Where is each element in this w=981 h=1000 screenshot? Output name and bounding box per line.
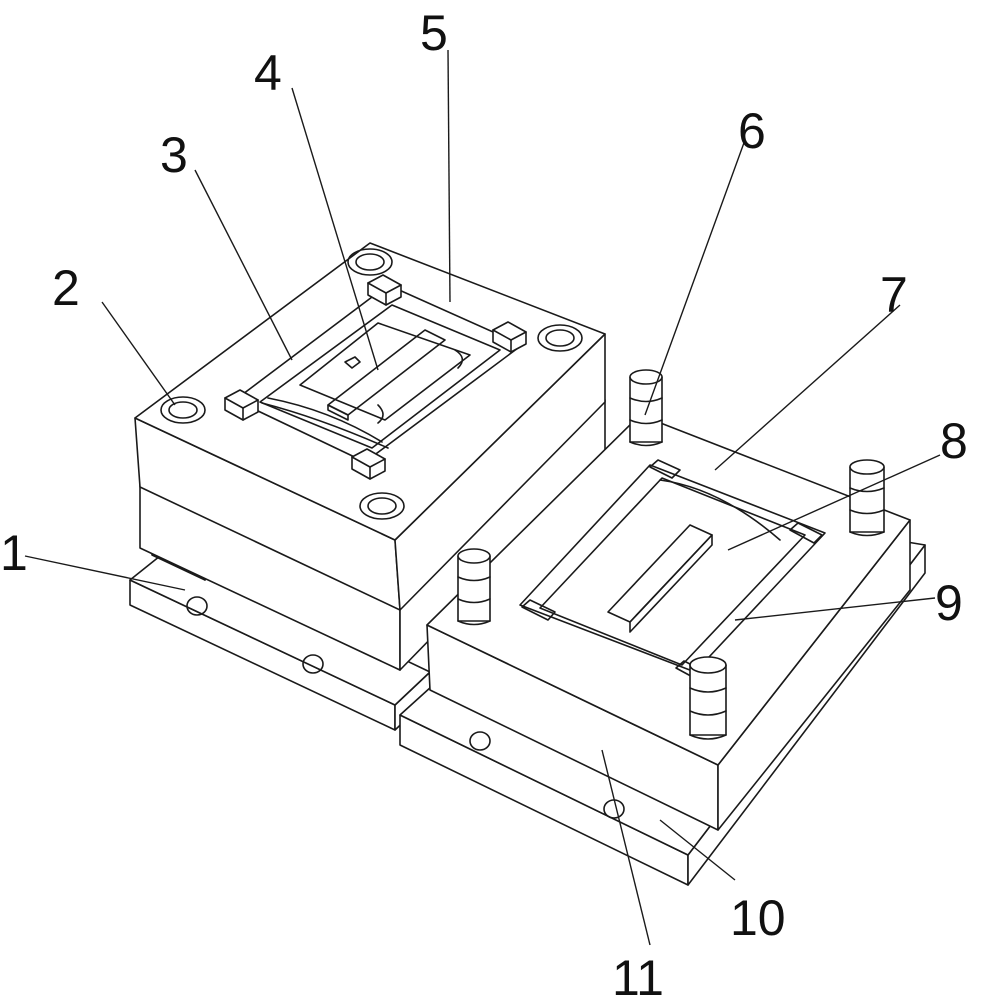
- left-core-insert: [299, 322, 471, 424]
- right-mold: [399, 369, 926, 886]
- label-7: 7: [880, 267, 908, 323]
- left-locating-blocks: [224, 274, 527, 480]
- leader-9: [734, 597, 936, 621]
- label-11: 11: [612, 950, 664, 1000]
- leader-lines: [24, 49, 941, 946]
- leader-7: [714, 304, 901, 471]
- label-1: 1: [0, 525, 28, 581]
- right-guide-pillars: [457, 369, 885, 740]
- leader-11: [601, 749, 651, 946]
- leader-10: [659, 819, 736, 881]
- number-labels: 1 2 3 4 5 6 7 8 9 10 11: [0, 5, 968, 1000]
- label-4: 4: [254, 45, 282, 101]
- leader-6: [644, 139, 746, 416]
- label-6: 6: [738, 103, 766, 159]
- leader-3: [194, 169, 293, 361]
- label-3: 3: [160, 127, 188, 183]
- left-guide-holes: [160, 248, 583, 520]
- left-main-block-top: [134, 242, 606, 541]
- guide-pillar-front-right: [689, 656, 727, 740]
- guide-pillar-front-left: [457, 548, 491, 626]
- label-10: 10: [730, 890, 786, 946]
- label-2: 2: [52, 260, 80, 316]
- leader-4: [291, 87, 379, 371]
- guide-pillar-back-left: [629, 369, 663, 447]
- label-8: 8: [940, 413, 968, 469]
- guide-pillar-back-right: [849, 459, 885, 537]
- label-5: 5: [420, 5, 448, 61]
- label-9: 9: [935, 575, 963, 631]
- leader-1: [24, 555, 186, 591]
- leader-8: [727, 454, 941, 551]
- leader-2: [101, 301, 176, 406]
- leader-5: [447, 49, 451, 303]
